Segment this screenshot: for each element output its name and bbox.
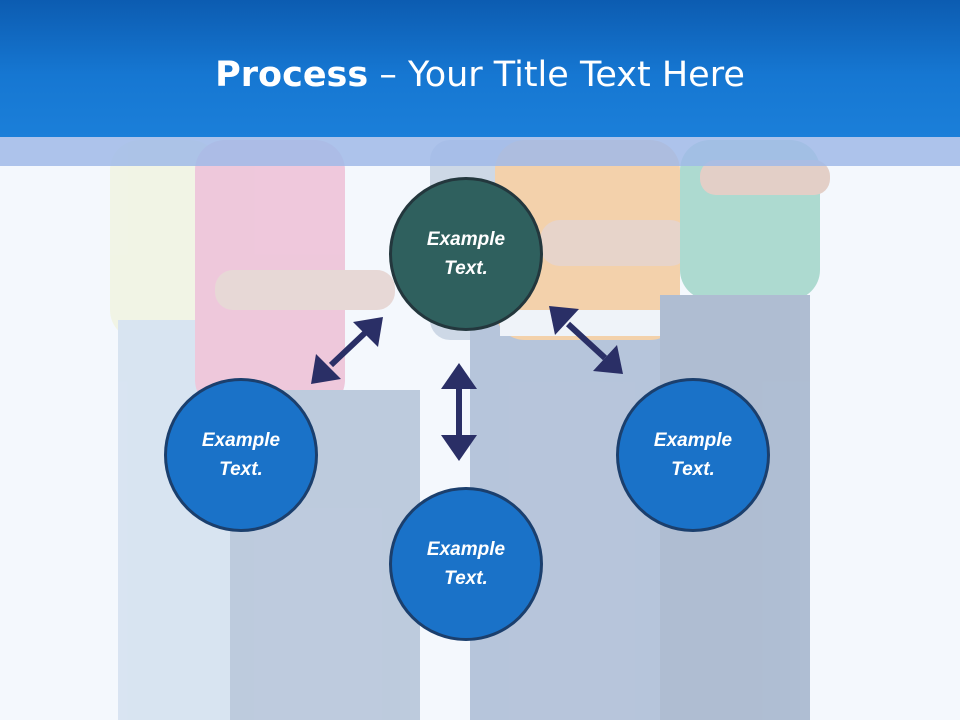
node-label-line: Example <box>426 229 506 250</box>
arrow-bottom-head-top <box>441 363 477 389</box>
node-label-line: Text. <box>219 459 263 480</box>
title-bar <box>0 0 960 137</box>
process-node-right: Example Text. <box>616 378 770 532</box>
arrow-right-head-top <box>549 306 579 335</box>
process-node-bottom-label: Example Text. <box>427 535 505 593</box>
process-node-left-label: Example Text. <box>202 426 280 484</box>
arrow-right-head-bottom <box>593 345 623 374</box>
node-label-line: Text. <box>444 568 488 589</box>
process-node-left: Example Text. <box>164 378 318 532</box>
node-label-line: Text. <box>444 258 488 279</box>
node-label-line: Example <box>201 430 281 451</box>
slide-title-bold: Process <box>215 55 369 95</box>
process-node-center-label: Example Text. <box>427 225 505 283</box>
arrow-left-head-bottom <box>311 354 341 384</box>
node-label-line: Example <box>426 539 506 560</box>
slide-title-rest: – Your Title Text Here <box>368 55 745 95</box>
arrow-left-head-top <box>353 317 383 347</box>
arrow-bottom-head-bottom <box>441 435 477 461</box>
arrow-right-line <box>565 321 608 361</box>
process-node-right-label: Example Text. <box>654 426 732 484</box>
node-label-line: Text. <box>671 459 715 480</box>
process-node-center: Example Text. <box>389 177 543 331</box>
process-node-bottom: Example Text. <box>389 487 543 641</box>
title-bar-band <box>0 137 960 166</box>
arrow-left-line <box>328 328 370 368</box>
node-label-line: Example <box>653 430 733 451</box>
slide-title: Process – Your Title Text Here <box>0 52 960 98</box>
